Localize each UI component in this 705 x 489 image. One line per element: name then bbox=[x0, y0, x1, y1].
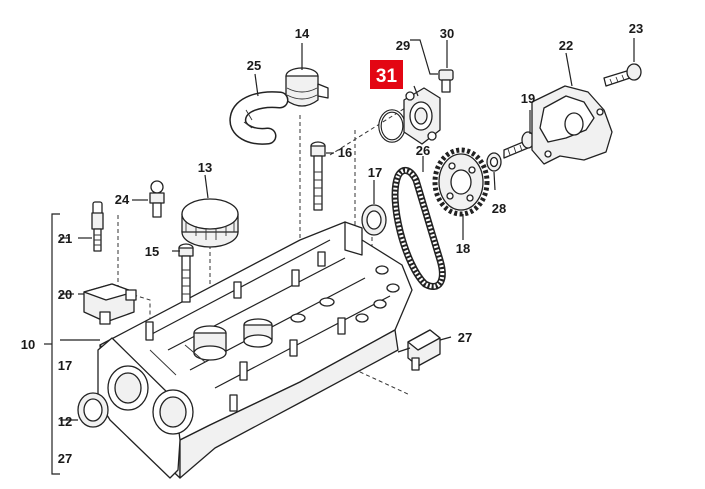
part-16-bolt bbox=[310, 141, 326, 211]
part-19-bolt bbox=[503, 131, 535, 159]
part-13-oil-cap bbox=[181, 198, 239, 248]
callout-18[interactable]: 18 bbox=[456, 241, 470, 256]
part-14-breather bbox=[285, 67, 329, 107]
callout-25[interactable]: 25 bbox=[247, 58, 261, 73]
callout-16[interactable]: 16 bbox=[338, 145, 352, 160]
callout-19[interactable]: 19 bbox=[521, 91, 535, 106]
part-24-stud bbox=[149, 180, 165, 218]
part-22-cover bbox=[531, 85, 613, 165]
callout-28[interactable]: 28 bbox=[492, 201, 506, 216]
callout-31: 31 bbox=[376, 66, 398, 87]
part-28-washer bbox=[486, 152, 502, 172]
part-31-oring bbox=[378, 109, 406, 143]
callout-17-right[interactable]: 17 bbox=[368, 165, 382, 180]
callout-13[interactable]: 13 bbox=[198, 160, 212, 175]
leader-lines bbox=[44, 38, 635, 475]
part-27-sensor bbox=[397, 329, 441, 371]
callout-14[interactable]: 14 bbox=[295, 26, 310, 41]
part-15-bolt bbox=[178, 243, 194, 303]
callout-labels: 14 25 29 30 22 23 19 16 26 13 17 24 28 2… bbox=[21, 21, 643, 466]
part-23-bolt bbox=[603, 63, 642, 87]
part-30-bolt bbox=[438, 69, 454, 93]
part-12-seal bbox=[77, 392, 109, 428]
camshaft-housing bbox=[97, 221, 413, 479]
callout-15[interactable]: 15 bbox=[145, 244, 159, 259]
part-29-housing bbox=[403, 87, 441, 145]
callout-29[interactable]: 29 bbox=[396, 38, 410, 53]
part-26-belt bbox=[391, 167, 446, 290]
callout-27-left[interactable]: 27 bbox=[58, 451, 72, 466]
part-25-hose bbox=[229, 91, 289, 145]
part-17-seal bbox=[361, 204, 387, 236]
callout-23[interactable]: 23 bbox=[629, 21, 643, 36]
highlight-box bbox=[370, 60, 403, 89]
callout-20[interactable]: 20 bbox=[58, 287, 72, 302]
callout-26[interactable]: 26 bbox=[416, 143, 430, 158]
callout-31-highlight[interactable]: 31 bbox=[370, 60, 403, 89]
callout-10[interactable]: 10 bbox=[21, 337, 35, 352]
callout-21[interactable]: 21 bbox=[58, 231, 72, 246]
callout-27-right[interactable]: 27 bbox=[458, 330, 472, 345]
callout-24[interactable]: 24 bbox=[115, 192, 130, 207]
part-20-sensor bbox=[83, 283, 137, 325]
callout-17-left[interactable]: 17 bbox=[58, 358, 72, 373]
callout-12[interactable]: 12 bbox=[58, 414, 72, 429]
callout-30[interactable]: 30 bbox=[440, 26, 454, 41]
part-21-sensor bbox=[91, 201, 104, 252]
callout-22[interactable]: 22 bbox=[559, 38, 573, 53]
part-18-sprocket bbox=[432, 147, 490, 217]
